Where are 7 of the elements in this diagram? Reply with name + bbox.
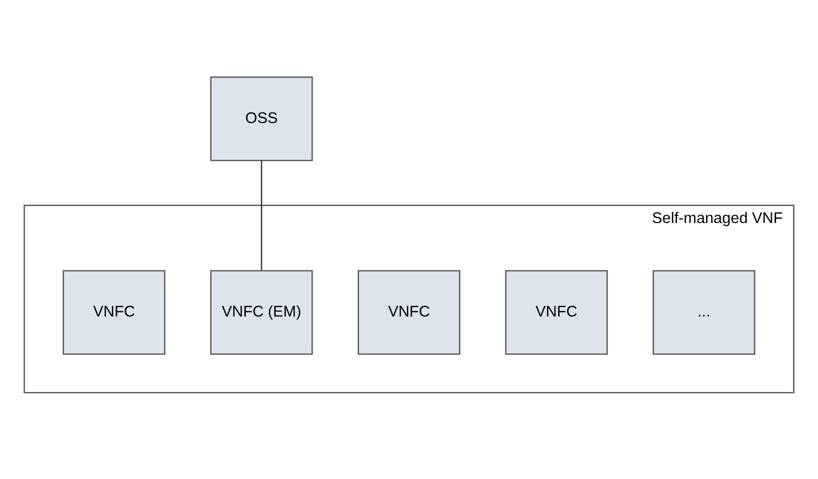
node-box: VNFC [505,270,608,354]
connector [260,160,262,270]
node-box: VNFC [358,270,460,354]
node-box: VNFC (EM) [210,270,313,354]
node-box: OSS [210,76,313,161]
node-box: VNFC [62,270,166,354]
node-box: ... [652,270,756,354]
